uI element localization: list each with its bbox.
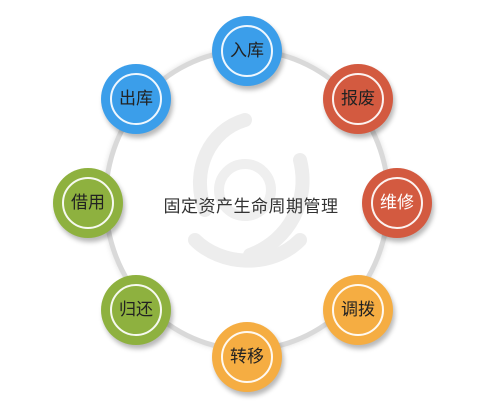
node-ring xyxy=(221,25,273,77)
node-return[interactable]: 归还 xyxy=(101,275,171,345)
node-ring xyxy=(110,73,162,125)
node-label: 维修 xyxy=(380,193,414,213)
node-label: 出库 xyxy=(119,89,153,109)
node-ring xyxy=(332,73,384,125)
node-move[interactable]: 转移 xyxy=(212,322,282,392)
node-scrap[interactable]: 报废 xyxy=(323,64,393,134)
node-ring xyxy=(221,331,273,383)
node-label: 报废 xyxy=(341,89,375,109)
node-borrow[interactable]: 借用 xyxy=(53,168,123,238)
node-ring xyxy=(371,177,423,229)
node-ring xyxy=(332,284,384,336)
node-label: 归还 xyxy=(119,300,153,320)
node-label: 借用 xyxy=(71,193,105,213)
node-stock-in[interactable]: 入库 xyxy=(212,16,282,86)
watermark-logo-icon xyxy=(188,113,310,268)
node-label: 转移 xyxy=(230,347,264,367)
node-label: 调拨 xyxy=(341,300,375,320)
node-transfer-allocate[interactable]: 调拨 xyxy=(323,275,393,345)
node-stock-out[interactable]: 出库 xyxy=(101,64,171,134)
node-label: 入库 xyxy=(230,41,264,61)
center-title: 固定资产生命周期管理 xyxy=(163,197,339,217)
node-ring xyxy=(110,284,162,336)
node-ring xyxy=(62,177,114,229)
node-repair[interactable]: 维修 xyxy=(362,168,432,238)
